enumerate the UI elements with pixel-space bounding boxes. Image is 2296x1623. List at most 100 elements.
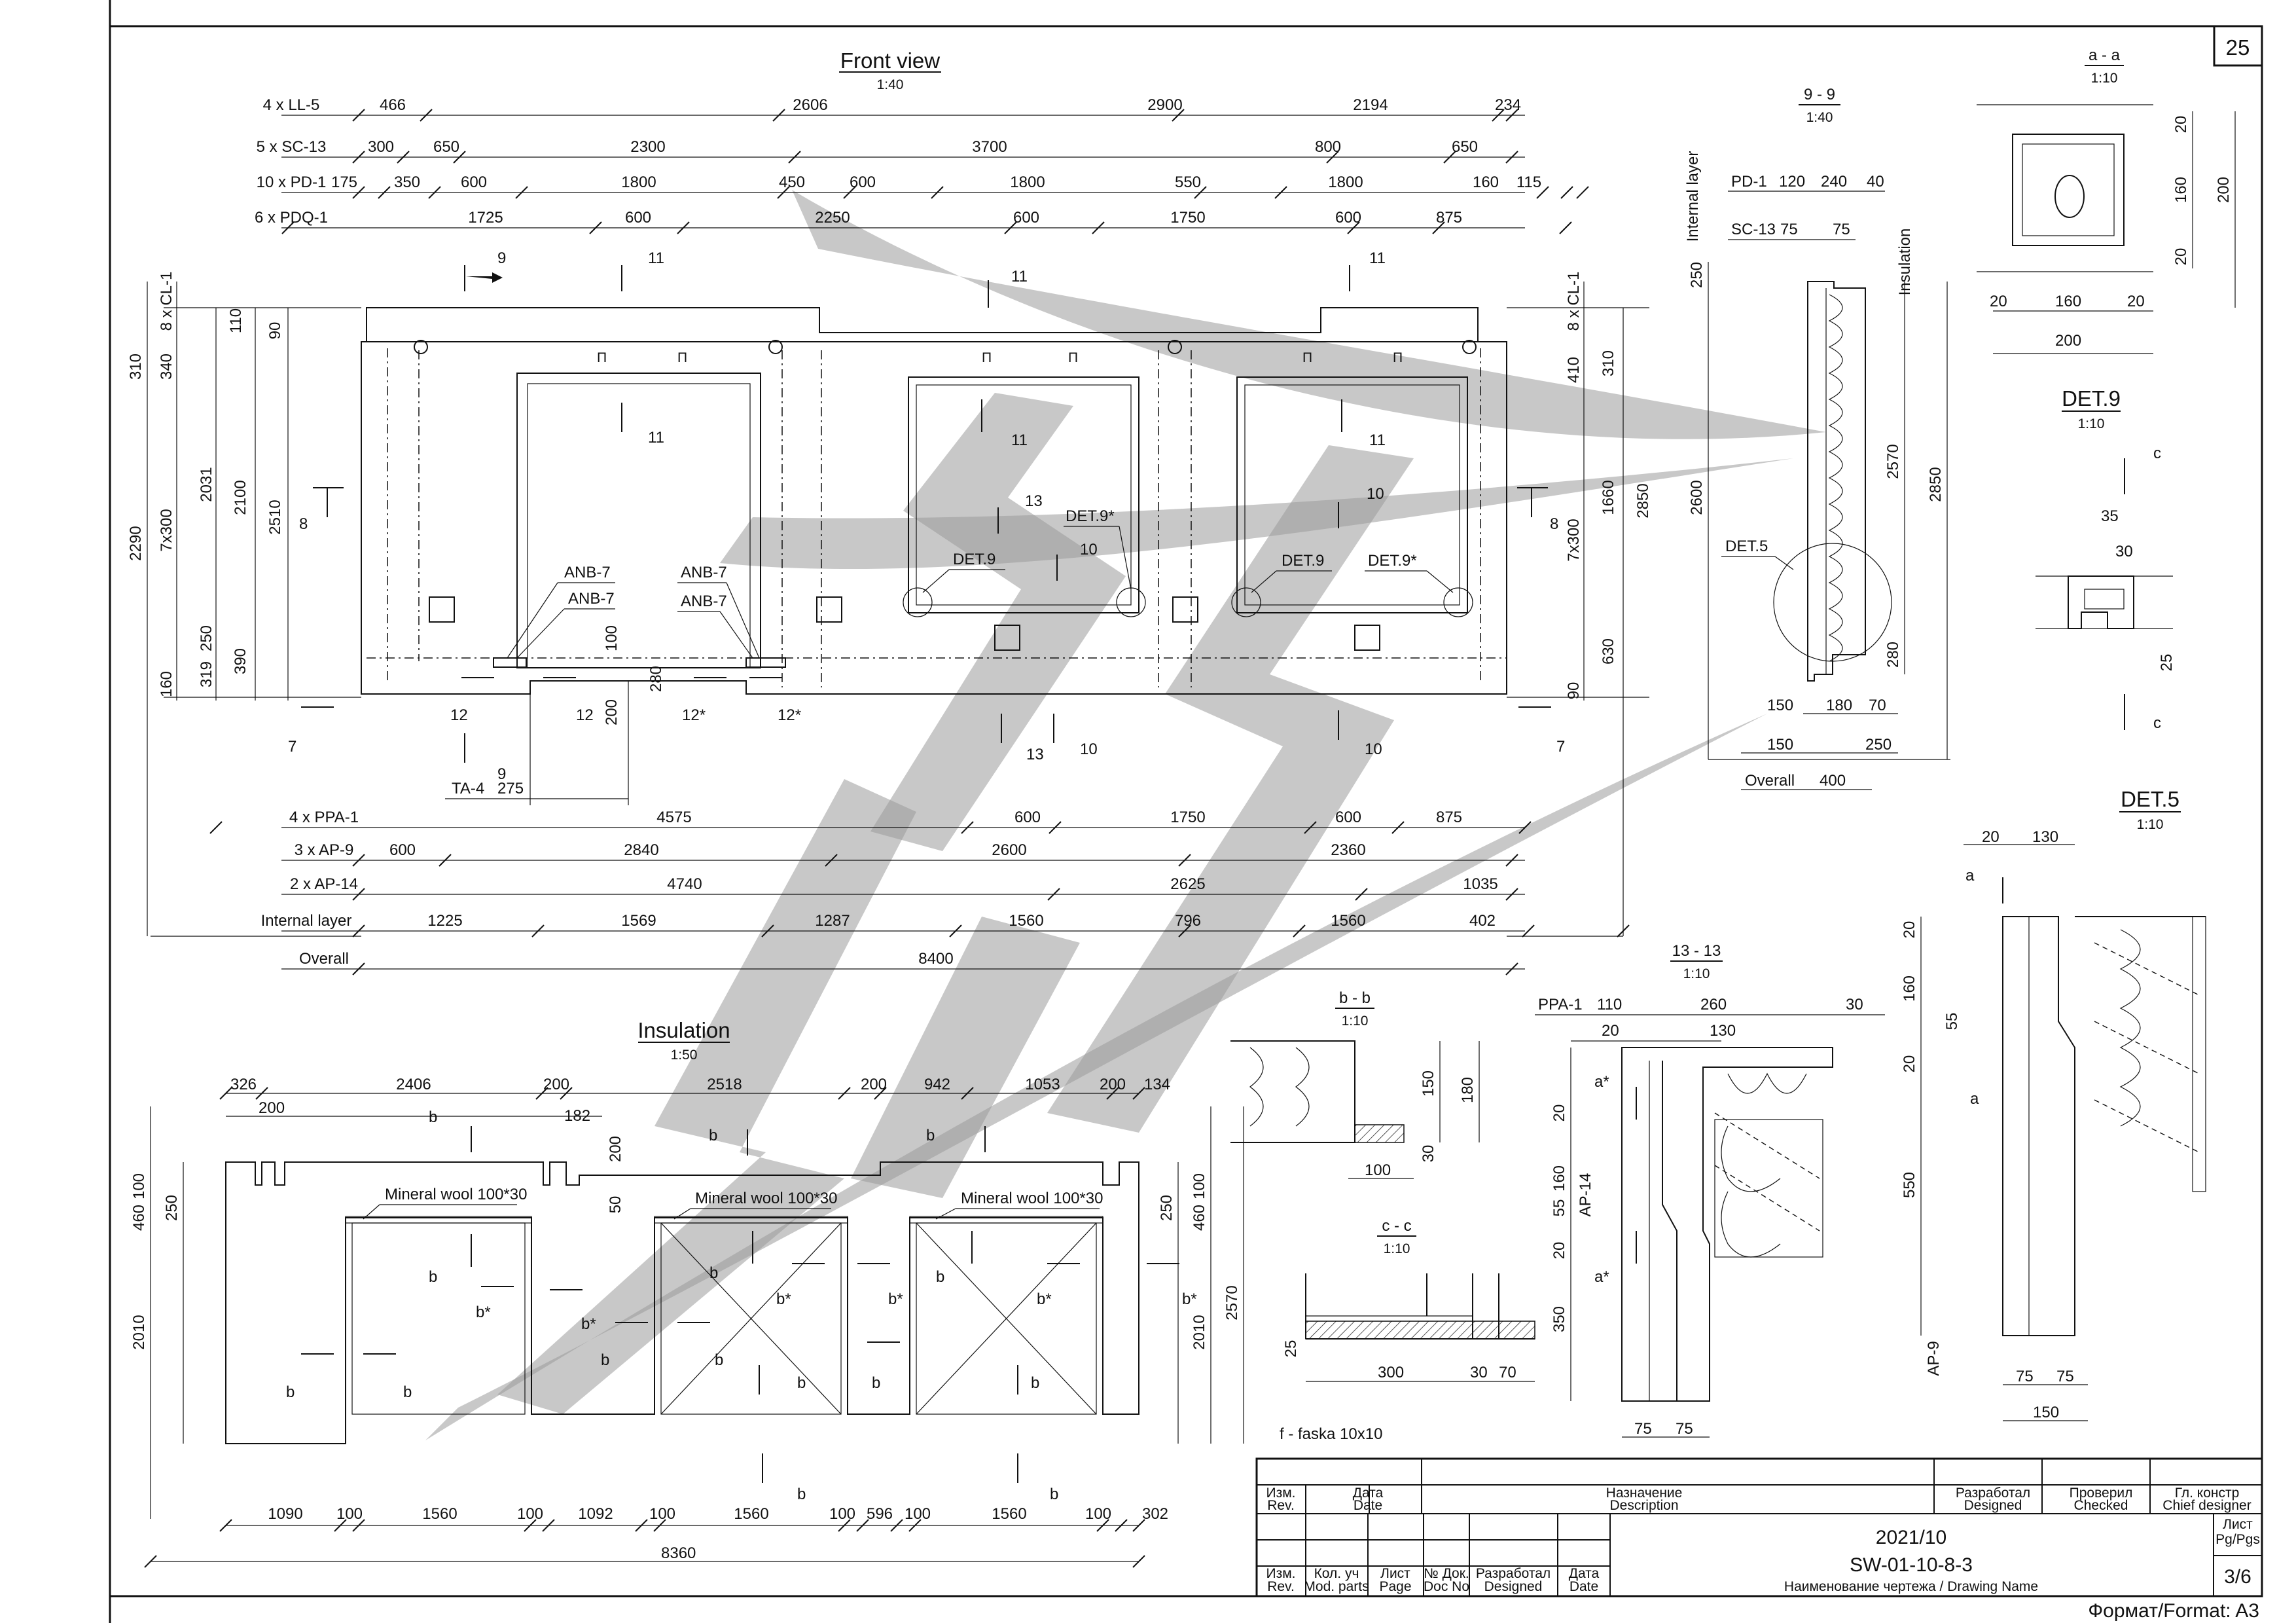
sheet-number-box	[2213, 25, 2263, 67]
ins-top-dim: 200	[543, 1076, 569, 1093]
sec99-dim: 2600	[1688, 480, 1706, 515]
cut-12: 12	[576, 706, 594, 724]
det5-bottom-dim: 75	[2056, 1368, 2074, 1385]
dim-value: 1225	[427, 912, 462, 930]
mineral-wool-label: Mineral wool 100*30	[961, 1190, 1103, 1207]
ta4-dim: 275	[497, 780, 524, 797]
sec99-dim: 2850	[1927, 467, 1945, 501]
ins-dim: 200	[259, 1099, 285, 1117]
cut-b-star: b*	[476, 1304, 491, 1321]
mineral-wool-label: Mineral wool 100*30	[695, 1190, 837, 1207]
anb7-label: ANB-7	[681, 593, 727, 610]
cut-b: b	[286, 1383, 295, 1401]
det9-star-label: DET.9*	[1368, 552, 1417, 570]
dim-value: 300	[368, 138, 394, 156]
sec99-overall-label: Overall	[1745, 772, 1795, 790]
ins-bottom-dim: 1090	[268, 1505, 302, 1523]
sec1313-dim: 20	[1551, 1242, 1568, 1260]
cut-9: 9	[497, 765, 506, 783]
dim-value: 1800	[1328, 173, 1363, 191]
cut-7: 7	[288, 738, 296, 756]
tb-chief-ru: Гл. констр	[2175, 1486, 2240, 1501]
ins-inner-dim: 200	[607, 1136, 624, 1162]
seccc-dim: 25	[1282, 1340, 1300, 1358]
dim-value: 2606	[793, 96, 827, 114]
dim-100: 100	[603, 625, 620, 651]
det9-cut: c	[2153, 714, 2161, 732]
secaa-title: a - a	[2089, 46, 2121, 64]
dim-left-250: 250	[198, 625, 215, 651]
sec1313-dim: 260	[1700, 996, 1727, 1013]
ap14-label: AP-14	[1577, 1173, 1594, 1217]
detail-5: DET.5 1:10 a a 20 130 20 160 55 20 550 A…	[1901, 787, 2206, 1421]
cut-b: b	[709, 1264, 718, 1282]
det5-bottom-dim: 75	[2016, 1368, 2034, 1385]
dim-left-cl1: 8 x CL-1	[158, 272, 175, 331]
cut-7: 7	[1556, 738, 1565, 756]
cut-11: 11	[648, 249, 664, 267]
ins-dim: 182	[564, 1107, 590, 1125]
anb7-label: ANB-7	[568, 590, 615, 608]
section-9-9: 9 - 9 1:40 Internal layer Insulation PD-…	[1684, 86, 1950, 790]
cut-b: b	[1031, 1374, 1039, 1392]
pd1-dim: 120	[1779, 173, 1805, 191]
sec1313-dim: 20	[1602, 1022, 1619, 1040]
dim-value: 1560	[1009, 912, 1043, 930]
ins-bottom-dim: 596	[867, 1505, 893, 1523]
cut-10: 10	[1367, 485, 1384, 503]
cut-8: 8	[1550, 515, 1558, 533]
ins-top-dim: 200	[1100, 1076, 1126, 1093]
dim-row-label: 4 x PPA-1	[289, 809, 359, 826]
cut-10: 10	[1365, 740, 1382, 758]
seccc-dim: 300	[1378, 1364, 1404, 1381]
dim-left-310: 310	[127, 354, 145, 380]
insulation-cut-marks: b b b b b b b* b* b* b* b* b* b b b b b …	[286, 1108, 1197, 1503]
sec1313-bottom-dim: 75	[1634, 1420, 1652, 1438]
tb-col-en: Designed	[1484, 1579, 1543, 1594]
det5-dim: 160	[1901, 976, 1918, 1002]
insulation-view: Insulation 1:50 Mineral wool 100*30 Mine…	[130, 1018, 1244, 1568]
faska-note: f - faska 10x10	[1280, 1425, 1382, 1443]
tb-purpose-en: Description	[1609, 1498, 1678, 1513]
dim-value: 234	[1495, 96, 1521, 114]
cut-b: b	[872, 1374, 880, 1392]
sec1313-dim: 350	[1551, 1306, 1568, 1332]
cut-b: b	[709, 1127, 717, 1144]
secaa-dim: 20	[2127, 293, 2145, 310]
dim-value: 2600	[992, 841, 1026, 859]
secbb-dim: 30	[1420, 1145, 1437, 1163]
dim-value: 600	[1013, 209, 1039, 227]
title-block: Изм. Rev. Дата Date Назначение Descripti…	[1255, 1457, 2263, 1597]
tb-col-ru: Изм.	[1266, 1566, 1296, 1581]
cut-b: b	[797, 1374, 806, 1392]
tb-col-en: Rev.	[1267, 1579, 1295, 1594]
det5-scale: 1:10	[2137, 817, 2164, 832]
secbb-title: b - b	[1339, 989, 1371, 1007]
dim-left-2100: 2100	[232, 480, 249, 515]
ins-top-dim: 326	[230, 1076, 257, 1093]
sec1313-bottom-dim: 75	[1676, 1420, 1693, 1438]
pd1-dim: 240	[1821, 173, 1847, 191]
cut-8: 8	[299, 515, 308, 533]
cut-b: b	[797, 1486, 806, 1503]
dim-value: 1035	[1463, 875, 1498, 893]
det5-dim: 130	[2032, 828, 2058, 846]
tb-col-en: Date	[1570, 1579, 1598, 1594]
tb-purpose-ru: Назначение	[1606, 1486, 1683, 1501]
dim-row-label: Overall	[299, 950, 349, 968]
ins-bottom-dim: 100	[905, 1505, 931, 1523]
opening-mark: П	[1302, 350, 1312, 365]
secaa-scale: 1:10	[2091, 71, 2118, 86]
dim-280: 280	[647, 666, 665, 692]
det5-dim: 20	[1982, 828, 2000, 846]
dim-value: 2900	[1147, 96, 1182, 114]
dim-value: 600	[461, 173, 487, 191]
det9-label: DET.9	[953, 551, 996, 568]
cut-12-star: 12*	[682, 706, 706, 724]
ins-bottom-dim: 100	[517, 1505, 543, 1523]
ins-bottom-dim: 1560	[422, 1505, 457, 1523]
cut-b-star: b*	[1037, 1290, 1052, 1308]
drawing-frame	[109, 25, 2263, 1597]
cut-b-star: b*	[581, 1315, 596, 1333]
